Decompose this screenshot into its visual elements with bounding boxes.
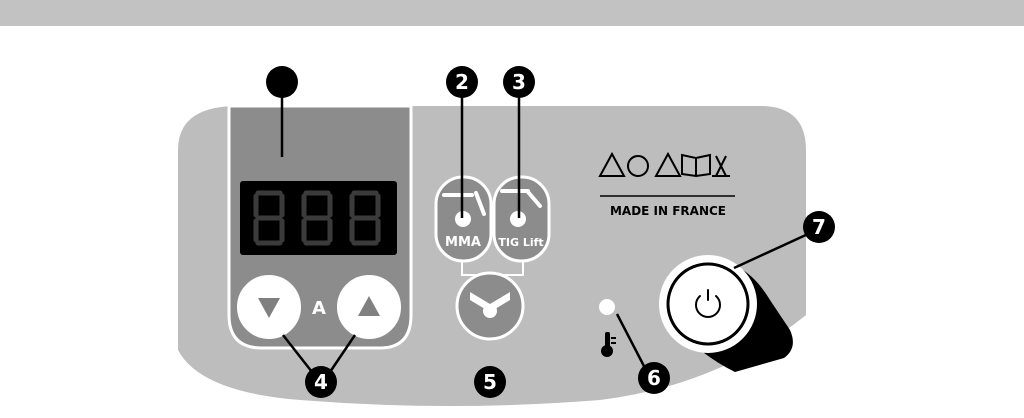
lcd-digits: [253, 190, 381, 246]
callout-3: 3: [503, 66, 535, 98]
current-down-button[interactable]: [235, 273, 303, 341]
mma-label: MMA: [445, 235, 481, 250]
callout-2: 2: [446, 66, 478, 98]
digit-2: [301, 190, 333, 246]
current-up-button[interactable]: [335, 273, 403, 341]
leader-lines: [280, 96, 809, 373]
callout-5: 5: [474, 366, 506, 398]
arrow-up-icon: [358, 296, 380, 316]
arrow-down-icon: [258, 298, 280, 318]
tig-label: TIG Lift: [498, 236, 543, 249]
svg-text:3: 3: [512, 70, 526, 94]
svg-text:5: 5: [483, 370, 497, 394]
digit-1: [253, 190, 285, 246]
tig-mode-indicator: TIG Lift: [492, 175, 551, 263]
mma-led: [455, 211, 471, 227]
svg-text:2: 2: [455, 70, 469, 94]
header-band: [0, 0, 1024, 26]
made-in-label: MADE IN FRANCE: [610, 204, 726, 218]
callout-4: 4: [305, 366, 337, 398]
tig-led: [510, 211, 526, 227]
callout-1: [266, 66, 298, 98]
torch-icon: [500, 189, 542, 208]
digit-3: [349, 190, 381, 246]
power-icon: [695, 289, 721, 318]
mma-mode-indicator: MMA: [434, 175, 493, 263]
callout-6: 6: [638, 362, 670, 394]
thermal-led: [599, 299, 615, 315]
thermometer-icon: [601, 332, 616, 357]
svg-text:6: 6: [647, 366, 661, 390]
warning-icons: [598, 151, 730, 178]
power-switch-button[interactable]: [666, 262, 750, 346]
electrode-icon: [442, 191, 486, 216]
svg-text:7: 7: [812, 215, 826, 239]
mode-select-icon: [470, 292, 510, 318]
callout-7: 7: [803, 211, 835, 243]
mode-select-button[interactable]: [455, 271, 525, 341]
current-unit-label: A: [312, 298, 326, 319]
svg-text:4: 4: [314, 370, 328, 394]
